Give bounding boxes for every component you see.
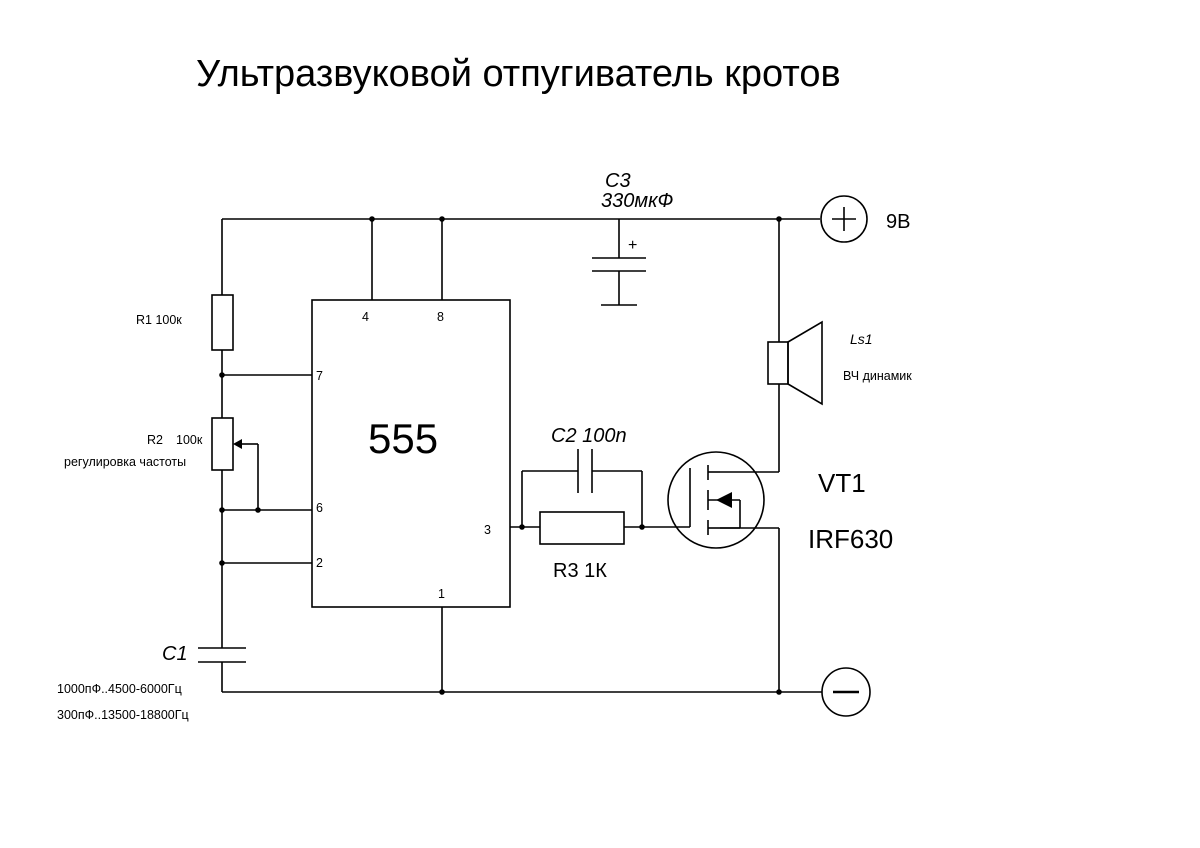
junction-dots (219, 216, 782, 695)
c3-value: 330мкФ (601, 190, 674, 212)
supply-voltage-label: 9В (886, 211, 910, 233)
ic-label: 555 (368, 415, 438, 462)
ls1-name: Ls1 (850, 331, 873, 347)
c3-name: С3 (605, 170, 631, 192)
power-terminal-positive: 9В (820, 195, 910, 243)
potentiometer-r2: R2 100к регулировка частоты (64, 417, 242, 471)
c1-label: С1 (162, 643, 188, 665)
c1-option-300pf: 300пФ..13500-18800Гц (57, 708, 189, 722)
c2-label: C2 100n (551, 425, 627, 447)
vt1-name: VT1 (818, 468, 866, 498)
pin-label-6: 6 (316, 501, 323, 515)
r2-description: регулировка частоты (64, 455, 186, 469)
r1-label: R1 100к (136, 313, 182, 327)
ls1-description: ВЧ динамик (843, 369, 912, 383)
r2-value: 100к (176, 433, 203, 447)
resistor-r3: R3 1К (539, 511, 625, 582)
power-terminal-negative (821, 667, 871, 717)
capacitor-c2: C2 100n (551, 425, 627, 493)
pin-label-2: 2 (316, 556, 323, 570)
capacitor-c3: + С3 330мкФ (592, 170, 674, 272)
ic-555: 555 4 8 7 6 2 3 1 (311, 299, 511, 608)
pin-label-3: 3 (484, 523, 491, 537)
vt1-model: IRF630 (808, 524, 893, 554)
capacitor-c1: С1 1000пФ..4500-6000Гц 300пФ..13500-1880… (57, 643, 246, 722)
page-title: Ультразвуковой отпугиватель кротов (196, 53, 841, 95)
pin-label-4: 4 (362, 310, 369, 324)
mosfet-vt1: VT1 IRF630 (667, 451, 893, 554)
r3-label: R3 1К (553, 560, 607, 582)
c3-polarity-plus: + (628, 237, 637, 254)
pin-label-1: 1 (438, 587, 445, 601)
pin-label-7: 7 (316, 369, 323, 383)
c1-option-1000pf: 1000пФ..4500-6000Гц (57, 682, 182, 696)
pin-label-8: 8 (437, 310, 444, 324)
r2-name: R2 (147, 433, 163, 447)
resistor-r1: R1 100к (136, 294, 234, 351)
wires (221, 218, 822, 693)
speaker-ls1: Ls1 ВЧ динамик (767, 320, 912, 406)
